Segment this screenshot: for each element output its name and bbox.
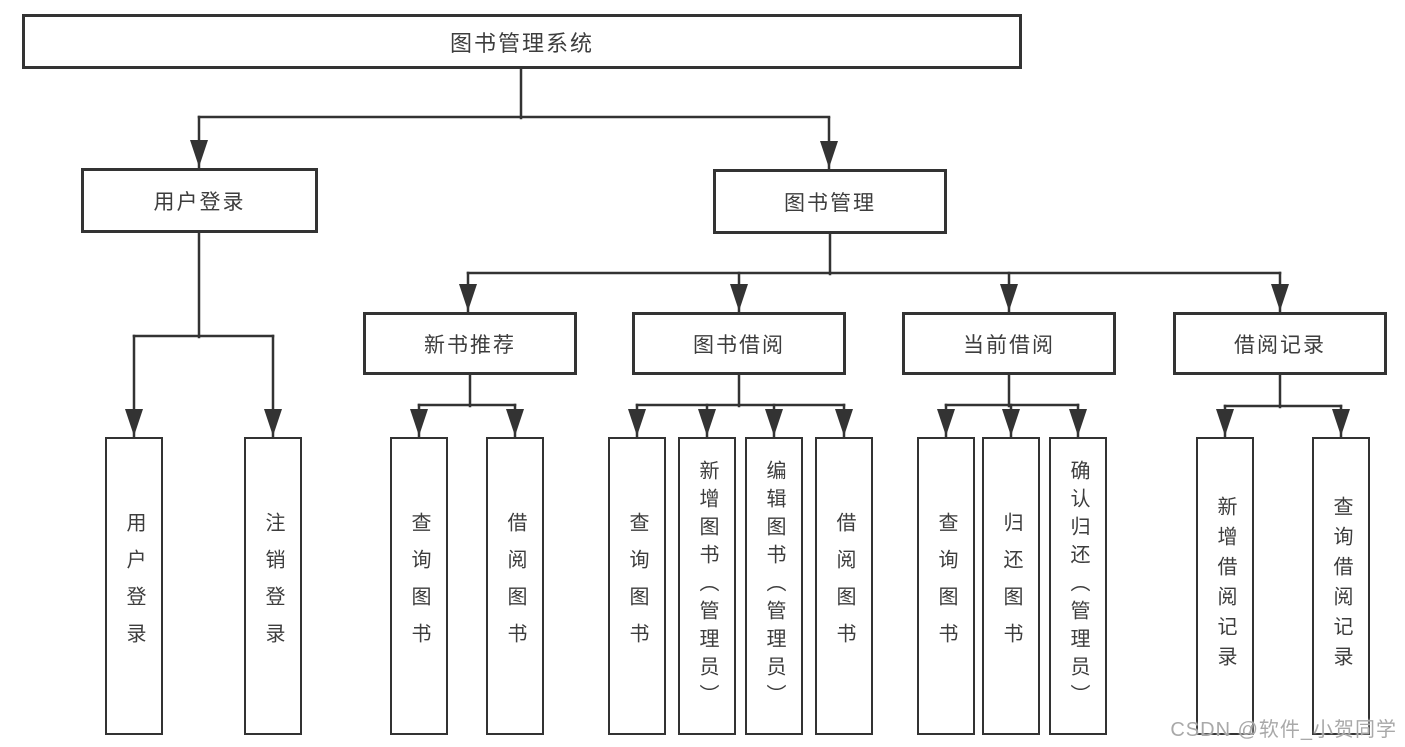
node-label: 归还图书 [1000, 512, 1022, 660]
node-label: 用户登录 [123, 512, 145, 660]
node-root: 图书管理系统 [22, 14, 1022, 69]
node-current-borrowing: 当前借阅 [902, 312, 1116, 375]
node-user-login: 用户登录 [81, 168, 318, 233]
node-label: 借阅记录 [1234, 333, 1326, 357]
node-new-book-recommendation: 新书推荐 [363, 312, 577, 375]
node-label: 图书管理系统 [449, 30, 594, 56]
node-book-borrowing: 图书借阅 [632, 312, 846, 375]
node-label: 查询借阅记录 [1330, 496, 1352, 676]
node-leaf-query-books-recommend: 查询图书 [390, 437, 448, 735]
node-book-management: 图书管理 [713, 169, 947, 234]
node-label: 借阅图书 [833, 512, 855, 660]
node-label: 用户登录 [153, 190, 246, 214]
node-label: 新增图书（管理员） [696, 460, 718, 712]
node-leaf-user-login: 用户登录 [105, 437, 163, 735]
node-leaf-edit-book-admin: 编辑图书（管理员） [745, 437, 803, 735]
node-label: 图书管理 [784, 191, 876, 215]
node-leaf-query-borrow-record: 查询借阅记录 [1312, 437, 1370, 735]
node-leaf-borrow-books-recommend: 借阅图书 [486, 437, 544, 735]
node-leaf-return-book: 归还图书 [982, 437, 1040, 735]
node-label: 编辑图书（管理员） [763, 460, 785, 712]
node-label: 查询图书 [626, 512, 648, 660]
node-label: 新增借阅记录 [1214, 496, 1236, 676]
node-label: 确认归还（管理员） [1067, 460, 1089, 712]
node-leaf-confirm-return-admin: 确认归还（管理员） [1049, 437, 1107, 735]
node-label: 注销登录 [262, 512, 284, 660]
node-leaf-query-books-borrow: 查询图书 [608, 437, 666, 735]
node-label: 当前借阅 [963, 333, 1055, 357]
node-label: 借阅图书 [504, 512, 526, 660]
node-leaf-add-borrow-record: 新增借阅记录 [1196, 437, 1254, 735]
node-leaf-borrow-books: 借阅图书 [815, 437, 873, 735]
node-label: 新书推荐 [424, 333, 516, 357]
node-label: 图书借阅 [693, 333, 785, 357]
node-label: 查询图书 [935, 512, 957, 660]
node-leaf-add-book-admin: 新增图书（管理员） [678, 437, 736, 735]
node-leaf-query-books-current: 查询图书 [917, 437, 975, 735]
watermark: CSDN @软件_小贺同学 [1170, 719, 1397, 741]
node-borrowing-records: 借阅记录 [1173, 312, 1387, 375]
node-label: 查询图书 [408, 512, 430, 660]
node-leaf-logout: 注销登录 [244, 437, 302, 735]
